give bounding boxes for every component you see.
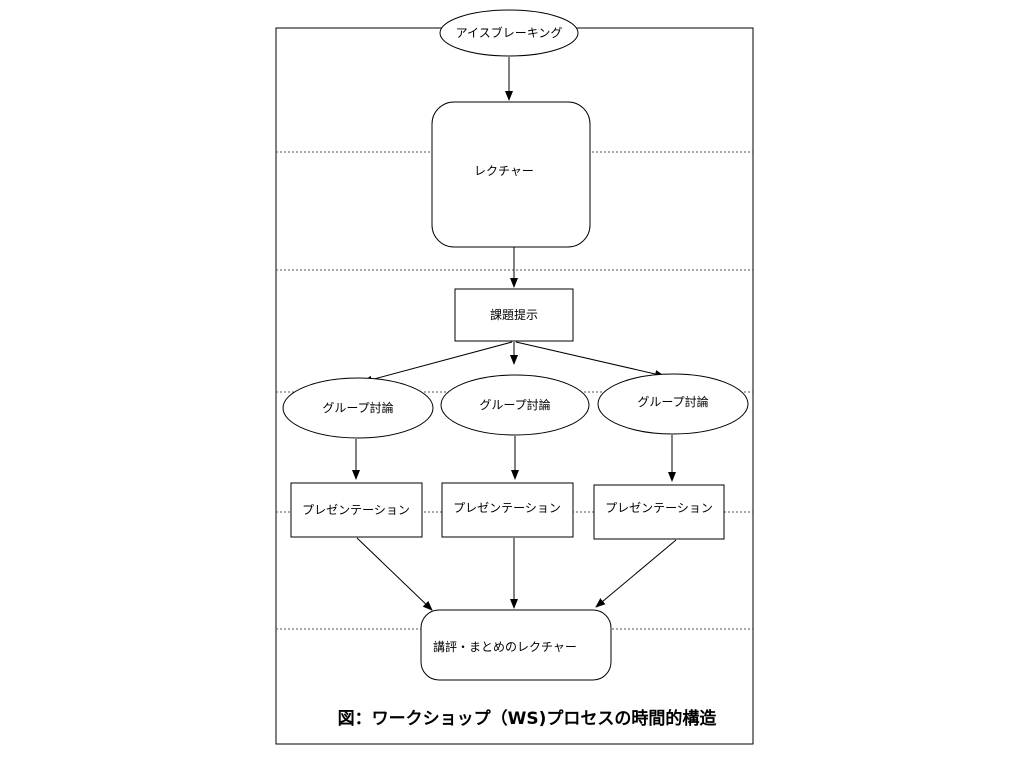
node-lecture-label: レクチャー [474,164,534,178]
arrow-task-to-group-3 [515,341,665,378]
node-group-discussion-3 [597,373,749,435]
node-icebreaking-label: アイスブレーキング [456,25,563,40]
node-presentation-label: プレゼンテーション [302,503,410,517]
node-summary-label: 講評・まとめのレクチャー [433,639,577,654]
node-lecture [431,101,591,248]
node-group-discussion-1 [282,377,434,439]
node-group-discussion-label: グループ討論 [479,397,550,412]
node-presentation-2 [441,482,574,538]
node-task [454,288,574,342]
node-group-discussion-2 [440,374,590,436]
node-group-discussion-label: グループ討論 [322,400,393,415]
node-presentation-label: プレゼンテーション [453,501,561,515]
node-presentation-3 [593,484,725,540]
arrow-presentation-3-to-summary [595,539,677,608]
node-presentation-1 [290,482,423,538]
node-group-discussion-label: グループ討論 [637,394,708,409]
node-task-label: 課題提示 [490,307,538,322]
arrow-presentation-1-to-summary [356,537,433,611]
diagram-caption: 図：ワークショップ（WS)プロセスの時間的構造 [338,708,718,729]
node-summary [420,609,612,681]
arrow-task-to-group-1 [362,341,513,384]
node-presentation-label: プレゼンテーション [605,501,713,515]
node-icebreaking [439,9,579,57]
